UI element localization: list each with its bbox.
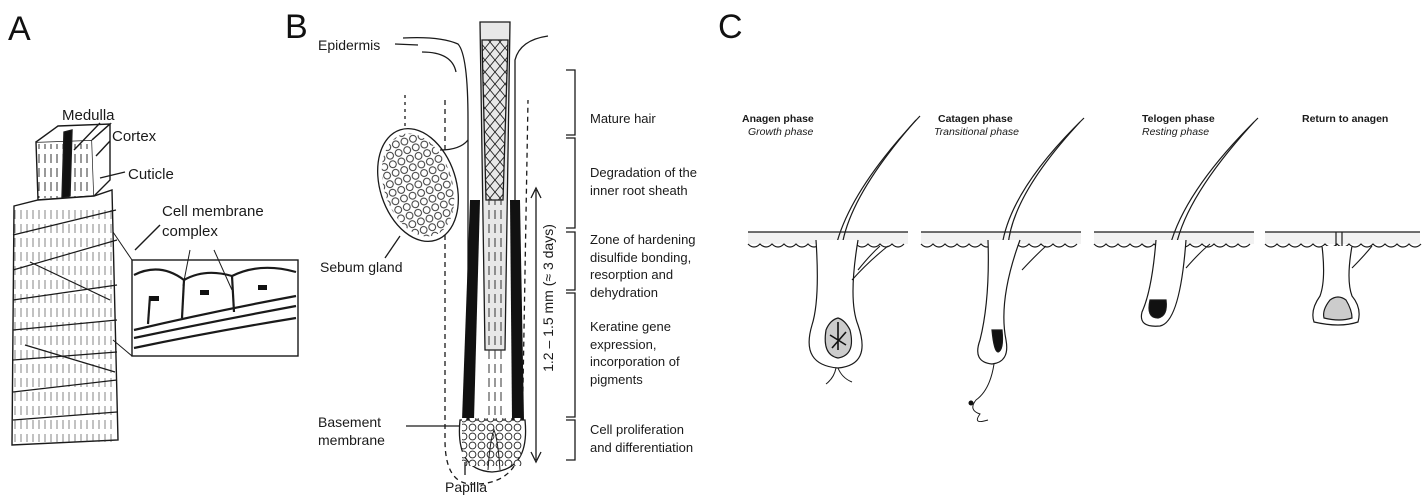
label-cortex: Cortex bbox=[112, 128, 156, 145]
zone-line: Mature hair bbox=[590, 110, 656, 128]
telogen-follicle bbox=[1141, 118, 1258, 326]
zone-keratine: Keratine gene expression, incorporation … bbox=[590, 318, 680, 388]
zone-line: Degradation of the bbox=[590, 164, 697, 182]
label-papilla: Papilla bbox=[445, 479, 487, 496]
zone-inner-root-sheath: Degradation of the inner root sheath bbox=[590, 164, 697, 199]
zone-line: inner root sheath bbox=[590, 182, 697, 200]
zone-mature-hair: Mature hair bbox=[590, 110, 656, 128]
phase-catagen-subtitle: Transitional phase bbox=[934, 126, 1019, 139]
label-medulla: Medulla bbox=[62, 107, 115, 124]
label-cuticle: Cuticle bbox=[128, 166, 174, 183]
label-basement-membrane-1: Basement bbox=[318, 414, 381, 431]
zone-line: pigments bbox=[590, 371, 680, 389]
zone-line: incorporation of bbox=[590, 353, 680, 371]
label-cell-membrane-2: complex bbox=[162, 223, 218, 240]
zone-line: resorption and bbox=[590, 266, 696, 284]
phase-telogen-subtitle: Resting phase bbox=[1142, 126, 1209, 139]
zone-line: expression, bbox=[590, 336, 680, 354]
hair-cycle-drawing bbox=[748, 116, 1421, 422]
anagen-follicle bbox=[809, 116, 920, 384]
zone-line: dehydration bbox=[590, 284, 696, 302]
label-follicle-length: 1.2 – 1.5 mm (≈ 3 days) bbox=[540, 224, 556, 372]
zone-line: Zone of hardening bbox=[590, 231, 696, 249]
label-sebum-gland: Sebum gland bbox=[320, 259, 403, 276]
phase-anagen-title: Anagen phase bbox=[742, 113, 814, 126]
phase-return-title: Return to anagen bbox=[1302, 113, 1388, 126]
zone-hardening: Zone of hardening disulfide bonding, res… bbox=[590, 231, 696, 301]
label-basement-membrane-2: membrane bbox=[318, 432, 385, 449]
phase-telogen-title: Telogen phase bbox=[1142, 113, 1215, 126]
label-epidermis: Epidermis bbox=[318, 37, 380, 54]
zone-line: and differentiation bbox=[590, 439, 693, 457]
phase-anagen-subtitle: Growth phase bbox=[748, 126, 813, 139]
zone-line: Cell proliferation bbox=[590, 421, 693, 439]
phase-catagen-title: Catagen phase bbox=[938, 113, 1013, 126]
label-cell-membrane-1: Cell membrane bbox=[162, 203, 264, 220]
zone-line: Keratine gene bbox=[590, 318, 680, 336]
zone-proliferation: Cell proliferation and differentiation bbox=[590, 421, 693, 456]
zone-line: disulfide bonding, bbox=[590, 249, 696, 267]
catagen-follicle bbox=[969, 118, 1085, 422]
